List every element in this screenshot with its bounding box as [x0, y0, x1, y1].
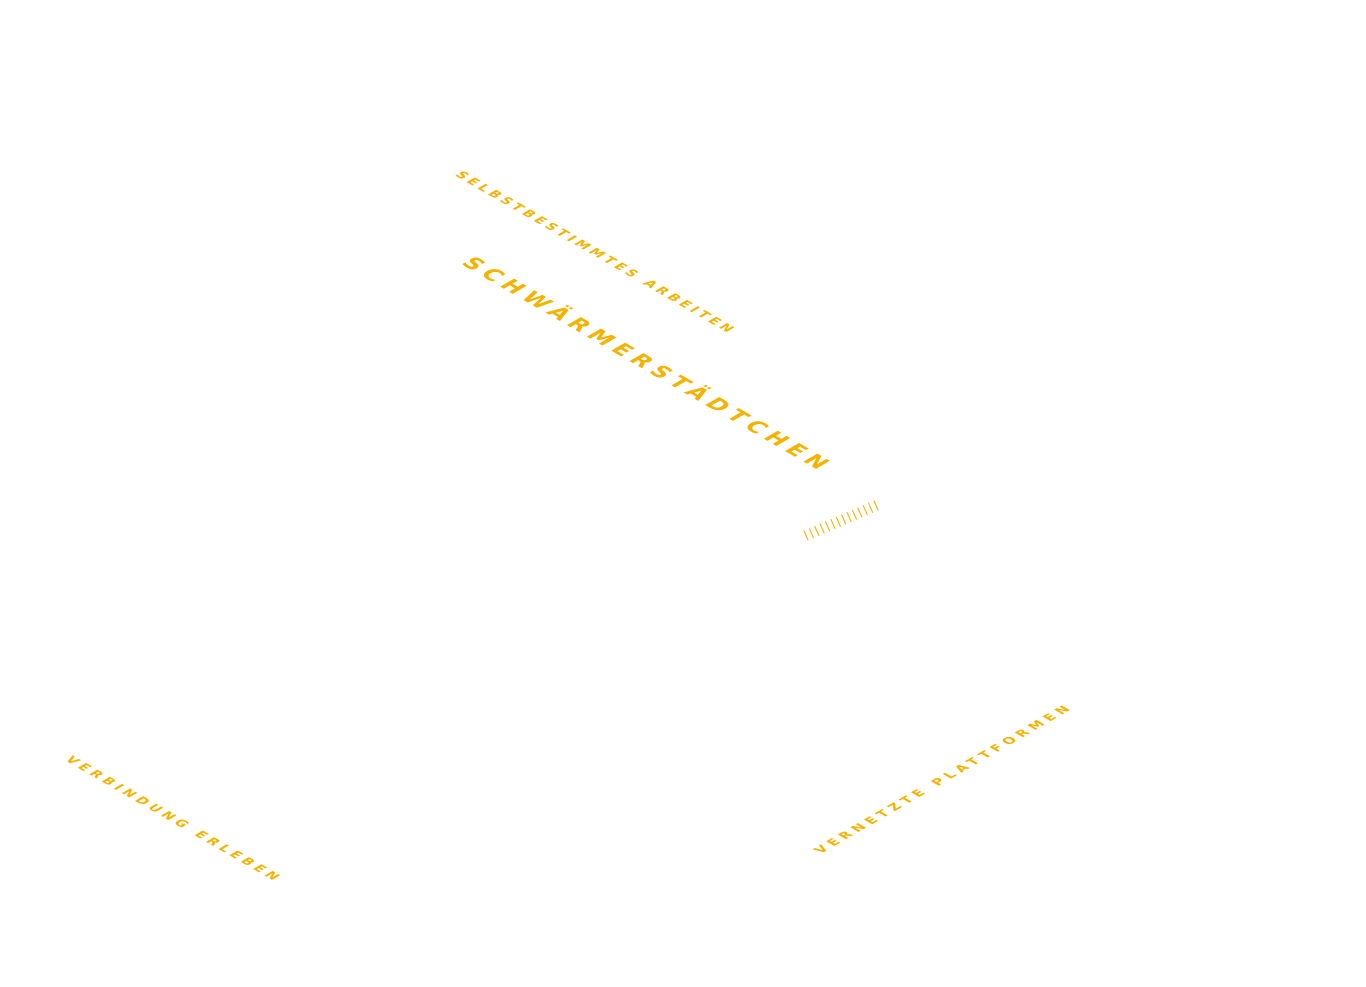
- hatch-stripe: [846, 511, 852, 523]
- hatch-stripe: [862, 505, 868, 516]
- hatch-stripe: [857, 507, 863, 518]
- hatch-stripe: [830, 518, 836, 530]
- hatch-stripe: [835, 516, 841, 527]
- subtitle-label: Selbstbestimmtes Arbeiten: [450, 169, 741, 337]
- hatch-stripe: [824, 521, 831, 532]
- verbindung-erleben-label: Verbindung erleben: [60, 754, 287, 885]
- hatch-stripe: [808, 528, 814, 539]
- vernetzte-plattformen-label: Vernetzte Plattformen: [811, 701, 1079, 856]
- hatch-stripe: [851, 509, 858, 520]
- hatch-stripe: [819, 523, 825, 534]
- hatch-stripes-icon: [803, 500, 879, 541]
- hatch-stripe: [873, 500, 879, 511]
- hatch-stripe: [868, 502, 874, 513]
- hatch-stripe: [841, 514, 847, 525]
- hatch-stripe: [814, 525, 820, 536]
- hatch-stripe: [803, 530, 809, 541]
